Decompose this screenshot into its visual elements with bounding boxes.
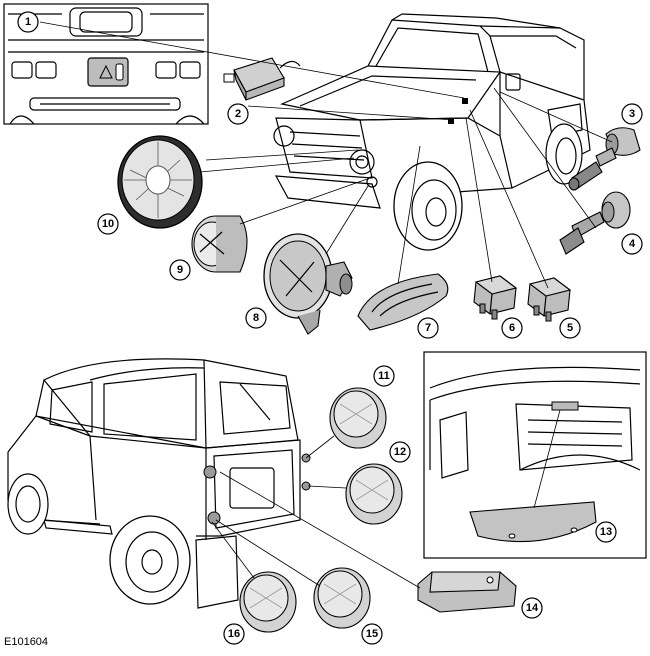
svg-text:8: 8: [253, 312, 259, 324]
callout-6: 6: [501, 317, 523, 339]
svg-text:3: 3: [629, 108, 635, 120]
rear-lamp-15-icon: [313, 567, 371, 629]
callout-1: 1: [17, 11, 39, 33]
svg-text:5: 5: [567, 322, 573, 334]
callout-7: 7: [417, 317, 439, 339]
svg-text:13: 13: [600, 526, 612, 538]
svg-text:15: 15: [366, 628, 378, 640]
svg-text:4: 4: [629, 238, 636, 250]
svg-text:2: 2: [235, 108, 241, 120]
rear-leader-lines: [211, 435, 421, 589]
svg-text:7: 7: [425, 322, 431, 334]
rear-lamp-12-icon: [345, 463, 403, 525]
svg-text:10: 10: [102, 218, 114, 230]
dashboard-inset: [3, 3, 209, 125]
front-leader-lines: [39, 21, 613, 289]
front-indicator-lamp-icon: [191, 215, 248, 273]
rear-lamp-11-icon: [329, 387, 387, 449]
callout-15: 15: [361, 623, 383, 645]
relay-6-icon: [473, 275, 518, 320]
callout-9: 9: [169, 259, 191, 281]
callout-8: 8: [245, 307, 267, 329]
side-repeater-lamp-icon: [357, 273, 449, 331]
callout-4: 4: [621, 233, 643, 255]
svg-text:1: 1: [25, 16, 31, 28]
callout-13: 13: [595, 521, 617, 543]
svg-text:9: 9: [177, 264, 183, 276]
flasher-unit-icon: [223, 57, 301, 101]
callout-14: 14: [521, 597, 543, 619]
relay-5-icon: [527, 277, 572, 322]
svg-text:14: 14: [526, 602, 539, 614]
headlamp-rear-icon: [263, 233, 353, 335]
svg-text:16: 16: [228, 628, 240, 640]
headlamp-icon: [117, 135, 203, 229]
callout-5: 5: [559, 317, 581, 339]
bulb-holder-icon: [568, 127, 641, 191]
number-plate-lamp-icon: [417, 571, 517, 613]
svg-text:11: 11: [378, 370, 390, 382]
callout-16: 16: [223, 623, 245, 645]
svg-text:12: 12: [394, 446, 406, 458]
callout-11: 11: [373, 365, 395, 387]
callout-10: 10: [97, 213, 119, 235]
hazard-switch-icon: [87, 57, 129, 87]
vehicle-rear-view: [7, 358, 311, 609]
callout-12: 12: [389, 441, 411, 463]
rear-lamp-16-icon: [239, 571, 297, 633]
svg-text:6: 6: [509, 322, 515, 334]
vehicle-front-view: [273, 13, 591, 251]
repeater-holder-icon: [559, 191, 631, 255]
stop-lamp-inset: [423, 351, 647, 559]
callout-2: 2: [227, 103, 249, 125]
figure-id: E101604: [4, 636, 49, 648]
callout-3: 3: [621, 103, 643, 125]
